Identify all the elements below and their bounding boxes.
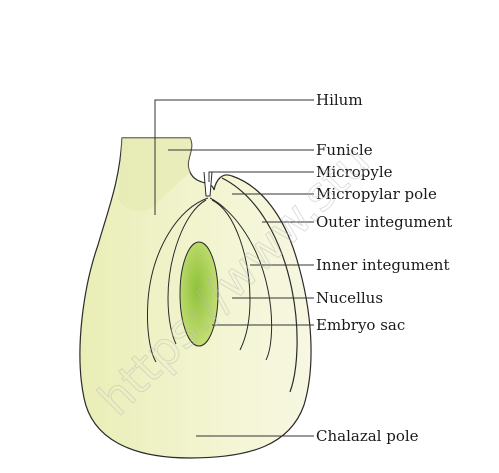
label-outer-integument: Outer integument	[316, 213, 452, 231]
label-hilum: Hilum	[316, 91, 363, 109]
micropyle-notch	[203, 171, 213, 197]
outer-integument-left-line	[147, 197, 209, 363]
label-chalazal-pole: Chalazal pole	[316, 427, 419, 445]
hilum-leader	[154, 99, 314, 215]
embryo-sac	[179, 241, 219, 347]
inner-integument-left-line	[167, 199, 207, 345]
leader-lines	[154, 99, 314, 437]
label-embryo-sac: Embryo sac	[316, 316, 405, 334]
label-inner-integument: Inner integument	[316, 256, 449, 274]
inner-integument-right-line	[211, 199, 251, 351]
label-micropyle: Micropyle	[316, 163, 393, 181]
outer-integument-inner-line	[209, 197, 273, 361]
label-funicle: Funicle	[316, 141, 373, 159]
label-micropylar-pole: Micropylar pole	[316, 185, 437, 203]
outer-integument-line	[221, 177, 298, 393]
label-nucellus: Nucellus	[316, 289, 383, 307]
micropyle-leader	[208, 171, 314, 182]
